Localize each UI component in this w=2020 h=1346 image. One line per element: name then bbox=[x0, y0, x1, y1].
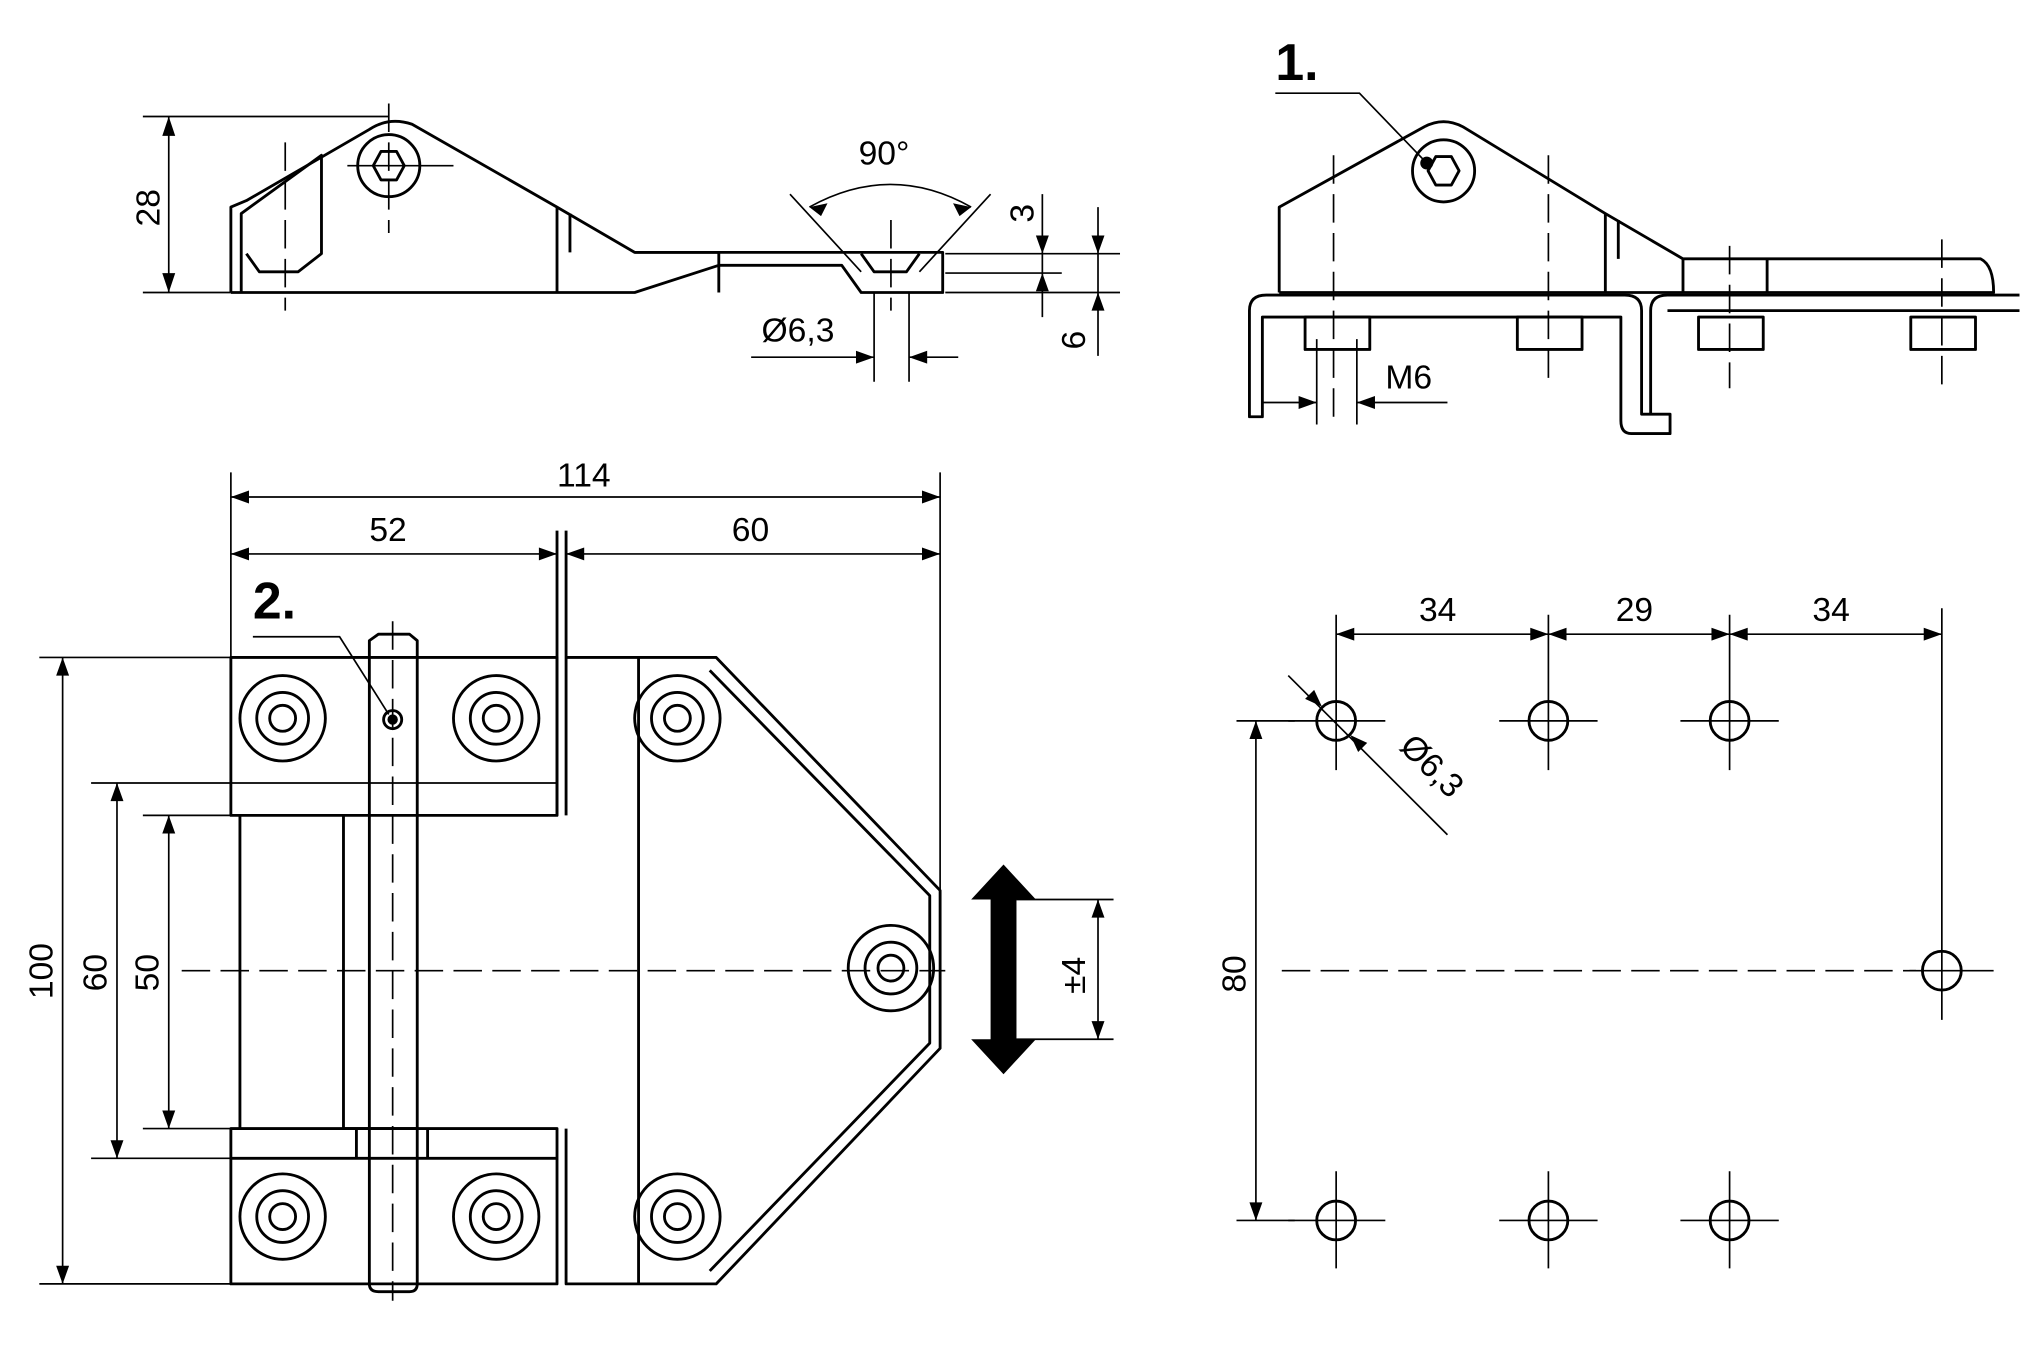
side-view: 28 90° 3 6 Ø6,3 bbox=[131, 103, 1121, 382]
height-dim-28: 28 bbox=[131, 189, 168, 226]
callout-2: 2. bbox=[253, 572, 296, 630]
vertical-spacing-dim: 80 bbox=[1217, 955, 1254, 992]
left-width-dim: 52 bbox=[369, 512, 406, 549]
nut-group bbox=[1303, 315, 1977, 351]
hole-dim: Ø6,3 bbox=[762, 313, 835, 350]
mounted-view: 1. M6 bbox=[1248, 33, 2020, 435]
adjust-range-dim: ±4 bbox=[1056, 957, 1093, 994]
overall-height-dim: 100 bbox=[23, 943, 60, 999]
thickness-dim-3: 3 bbox=[1004, 204, 1041, 223]
spacing-dim-3: 34 bbox=[1812, 592, 1849, 629]
thickness-dim-6: 6 bbox=[1056, 331, 1093, 350]
hole-dim-pattern: Ø6,3 bbox=[1393, 728, 1471, 806]
thread-dim: M6 bbox=[1385, 359, 1432, 396]
right-width-dim: 60 bbox=[732, 512, 769, 549]
inner-height-50-dim: 50 bbox=[129, 954, 166, 991]
adjustment-arrow-icon bbox=[971, 864, 1036, 1075]
spacing-dim-2: 29 bbox=[1616, 592, 1653, 629]
angle-dim: 90° bbox=[859, 135, 910, 172]
hole-pattern: 34 29 34 Ø6,3 80 bbox=[1217, 592, 1994, 1269]
callout-1: 1. bbox=[1275, 33, 1318, 91]
mounting-holes bbox=[238, 674, 936, 1261]
overall-width-dim: 114 bbox=[557, 458, 611, 495]
inner-height-60-dim: 60 bbox=[78, 954, 115, 991]
spacing-dim-1: 34 bbox=[1419, 592, 1456, 629]
plan-view: 2. 114 52 60 100 60 50 ±4 bbox=[23, 458, 1114, 1301]
